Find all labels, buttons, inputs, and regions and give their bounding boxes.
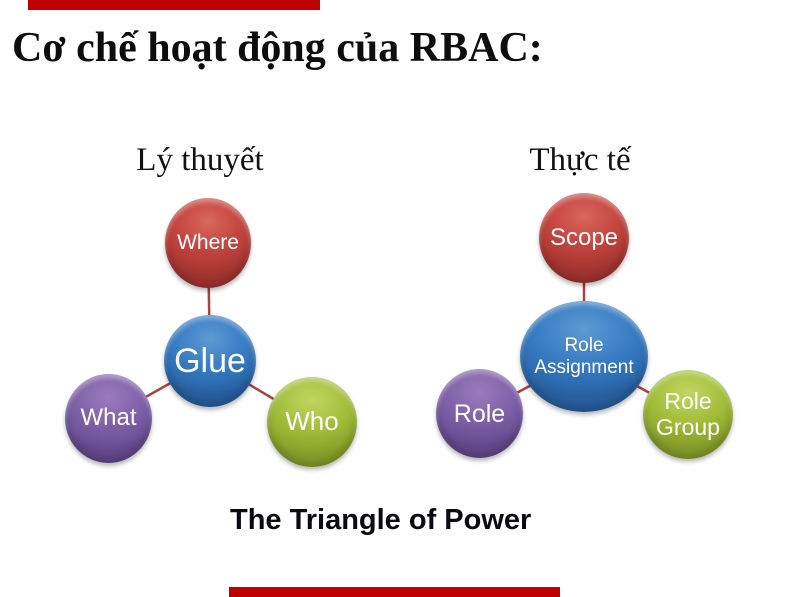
node-label: Role Assignment xyxy=(534,335,634,378)
node-label: Glue xyxy=(174,341,246,380)
node-label: Role xyxy=(453,399,506,428)
node-role: Role xyxy=(436,369,523,458)
node-role-group: Role Group xyxy=(643,370,733,459)
slide-title: Cơ chế hoạt động của RBAC: xyxy=(12,25,543,71)
node-role-assignment: Role Assignment xyxy=(520,301,648,412)
node-where: Where xyxy=(165,198,251,288)
node-glue: Glue xyxy=(164,315,256,407)
redaction-bar-bottom xyxy=(229,587,560,597)
diagram-label-practice: Thực tế xyxy=(529,142,631,178)
node-what: What xyxy=(65,374,152,463)
redaction-bar-top xyxy=(28,0,320,10)
node-label: Where xyxy=(177,231,239,255)
node-label: Who xyxy=(285,406,339,437)
node-label: What xyxy=(80,404,137,432)
node-who: Who xyxy=(267,377,357,467)
node-label: Role Group xyxy=(656,387,720,440)
node-label: Scope xyxy=(549,223,619,251)
diagram-label-theory: Lý thuyết xyxy=(136,142,264,178)
node-scope: Scope xyxy=(539,193,629,283)
slide-caption: The Triangle of Power xyxy=(230,504,532,536)
